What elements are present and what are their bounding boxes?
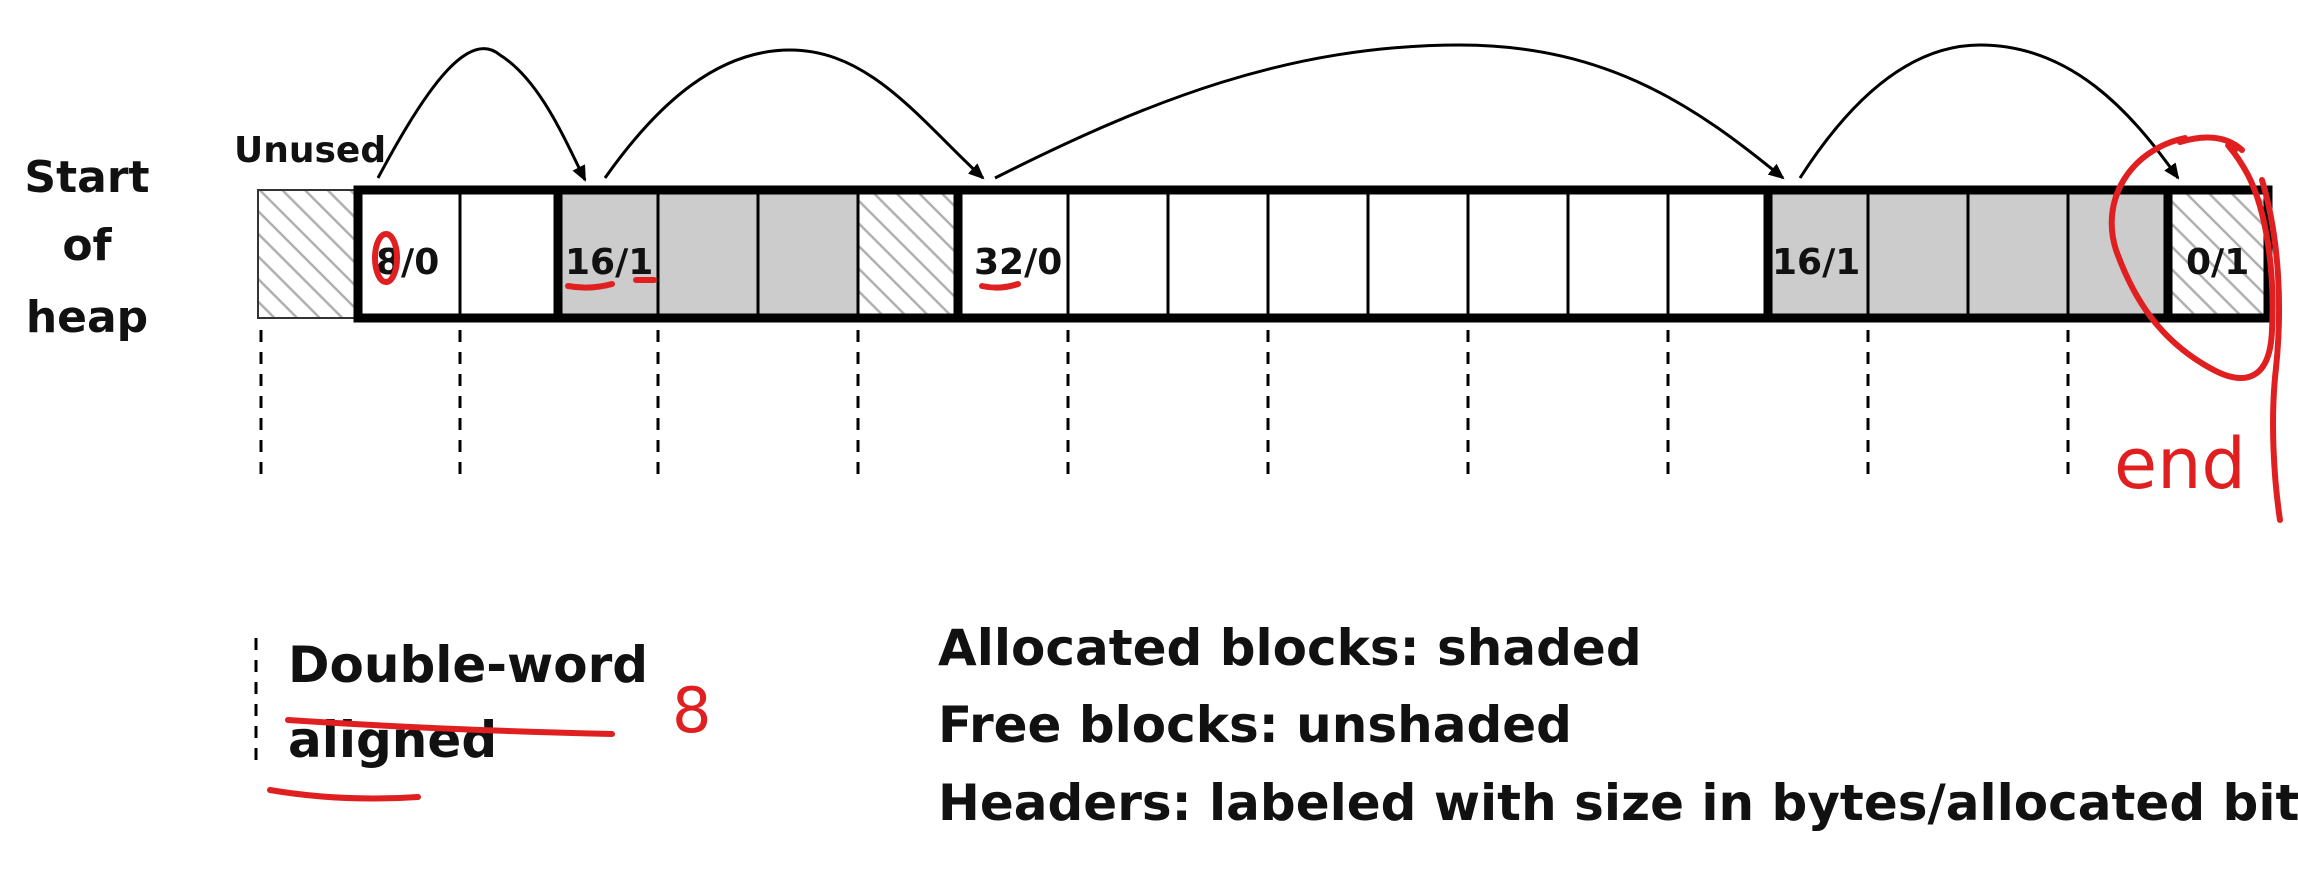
annotation-underline-double-word (285, 717, 615, 737)
annotation-underline (565, 281, 615, 291)
unused-label: Unused (234, 130, 386, 171)
header-label: 0/1 (2186, 242, 2249, 283)
heap-word (1866, 188, 1970, 320)
unused-padding-word (257, 189, 359, 319)
legend-line-free: Free blocks: unshaded (938, 696, 1572, 754)
annotation-underline (979, 281, 1021, 291)
heap-label-line-3: heap (26, 292, 148, 343)
heap-cells (257, 188, 2270, 320)
annotation-circle-epilogue (2108, 135, 2276, 381)
link-arrow (376, 47, 587, 182)
legend-line-headers: Headers: labeled with size in bytes/allo… (938, 774, 2298, 832)
heap-word (656, 188, 760, 320)
heap-word (1566, 188, 1670, 320)
header-label: 8/0 (376, 242, 439, 283)
block-links (376, 43, 2180, 182)
link-arrow (603, 48, 985, 180)
header-label: 16/1 (565, 242, 653, 283)
heap-word (1966, 188, 2070, 320)
annotation-stroke (2177, 134, 2245, 153)
handwritten-annotations (267, 134, 2283, 802)
heap-label-line-1: Start (24, 152, 149, 203)
legend: Allocated blocks: shaded Free blocks: un… (938, 619, 2298, 832)
legend-line-allocated: Allocated blocks: shaded (938, 619, 1642, 677)
heap-word (1066, 188, 1170, 320)
header-label: 16/1 (1772, 242, 1860, 283)
padding-word (856, 188, 960, 320)
heap-label-line-2: of (62, 220, 112, 271)
heap-word (458, 188, 560, 320)
epilogue-word (2166, 188, 2270, 320)
annotation-end: end (2114, 423, 2246, 505)
alignment-note-line-1: Double-word (288, 636, 648, 694)
heap-word (1466, 188, 1570, 320)
heap-word (1366, 188, 1470, 320)
annotation-underline-aligned (267, 787, 421, 802)
annotation-stroke (2259, 177, 2283, 523)
annotation-eight: 8 (672, 674, 711, 747)
heap-word (756, 188, 860, 320)
alignment-ticks (254, 330, 2070, 770)
heap-word (1166, 188, 1270, 320)
annotation-circle-header (372, 231, 400, 285)
header-label: 32/0 (974, 242, 1062, 283)
link-arrow (994, 43, 1785, 180)
block-outlines (353, 185, 2273, 323)
heap-word (1266, 188, 1370, 320)
heap-word (1666, 188, 1770, 320)
link-arrow (1798, 43, 2180, 180)
